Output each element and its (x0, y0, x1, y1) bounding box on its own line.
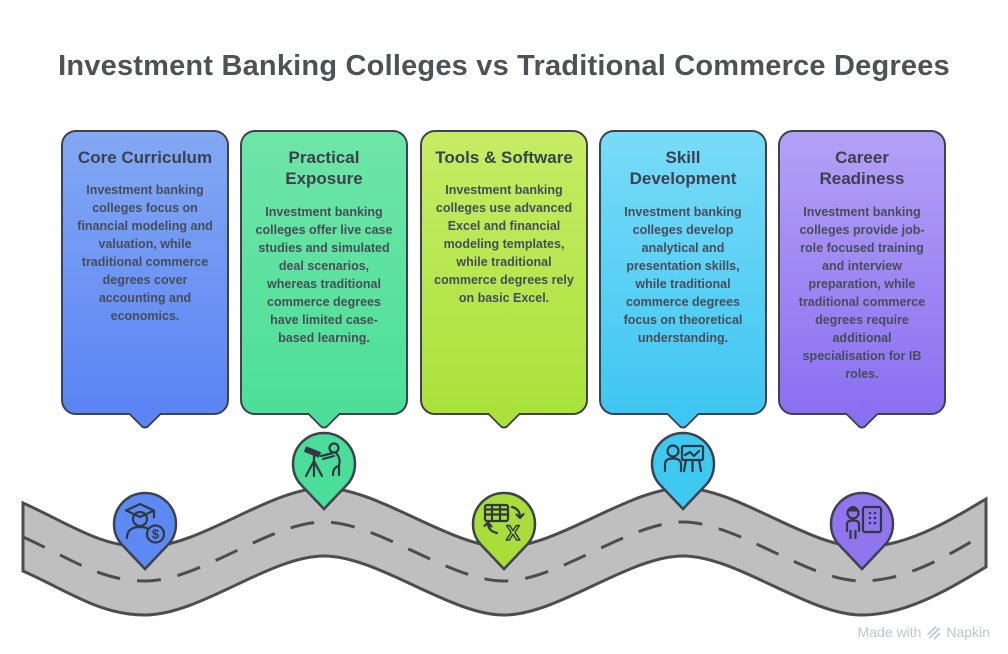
card-title: Core Curriculum (77, 148, 213, 167)
map-pin-core-curriculum: $ (112, 491, 178, 571)
watermark-text: Made with (857, 624, 922, 640)
presentation-chart-icon (663, 444, 705, 473)
watermark-brand: Napkin (946, 624, 990, 640)
svg-text:$: $ (152, 527, 160, 542)
page-title: Investment Banking Colleges vs Tradition… (58, 50, 950, 82)
svg-text:X: X (506, 522, 520, 545)
card-title: Skill Development (629, 148, 737, 189)
spreadsheet-excel-icon: X (483, 503, 525, 546)
map-pin-career-readiness (829, 491, 895, 571)
card-description: Investment banking colleges develop anal… (623, 204, 743, 345)
map-pin-practical-exposure (291, 431, 357, 511)
map-pin-tools-software: X (471, 491, 537, 571)
graduate-dollar-icon: $ (124, 502, 166, 544)
interview-panel-icon (845, 505, 883, 540)
card-title: Practical Exposure (285, 148, 363, 189)
card-description: Investment banking colleges use advanced… (434, 183, 574, 306)
card-title: Career Readiness (819, 148, 905, 189)
card-description: Investment banking colleges offer live c… (255, 204, 393, 345)
card-title: Tools & Software (435, 148, 573, 167)
telescope-icon (303, 442, 341, 478)
card-description: Investment banking colleges focus on fin… (77, 183, 213, 324)
card-practical-exposure: Practical Exposure Investment banking co… (240, 130, 408, 431)
napkin-logo-icon (927, 625, 941, 639)
map-pin-skill-development (650, 431, 716, 511)
road-center-dashed-line (22, 520, 987, 583)
card-description: Investment banking colleges provide job-… (798, 204, 926, 381)
card-career-readiness: Career Readiness Investment banking coll… (778, 130, 946, 431)
card-skill-development: Skill Development Investment banking col… (599, 130, 767, 431)
card-core-curriculum: Core Curriculum Investment banking colle… (61, 130, 229, 431)
napkin-watermark: Made with Napkin (858, 624, 990, 640)
card-tools-software: Tools & Software Investment banking coll… (420, 130, 588, 431)
